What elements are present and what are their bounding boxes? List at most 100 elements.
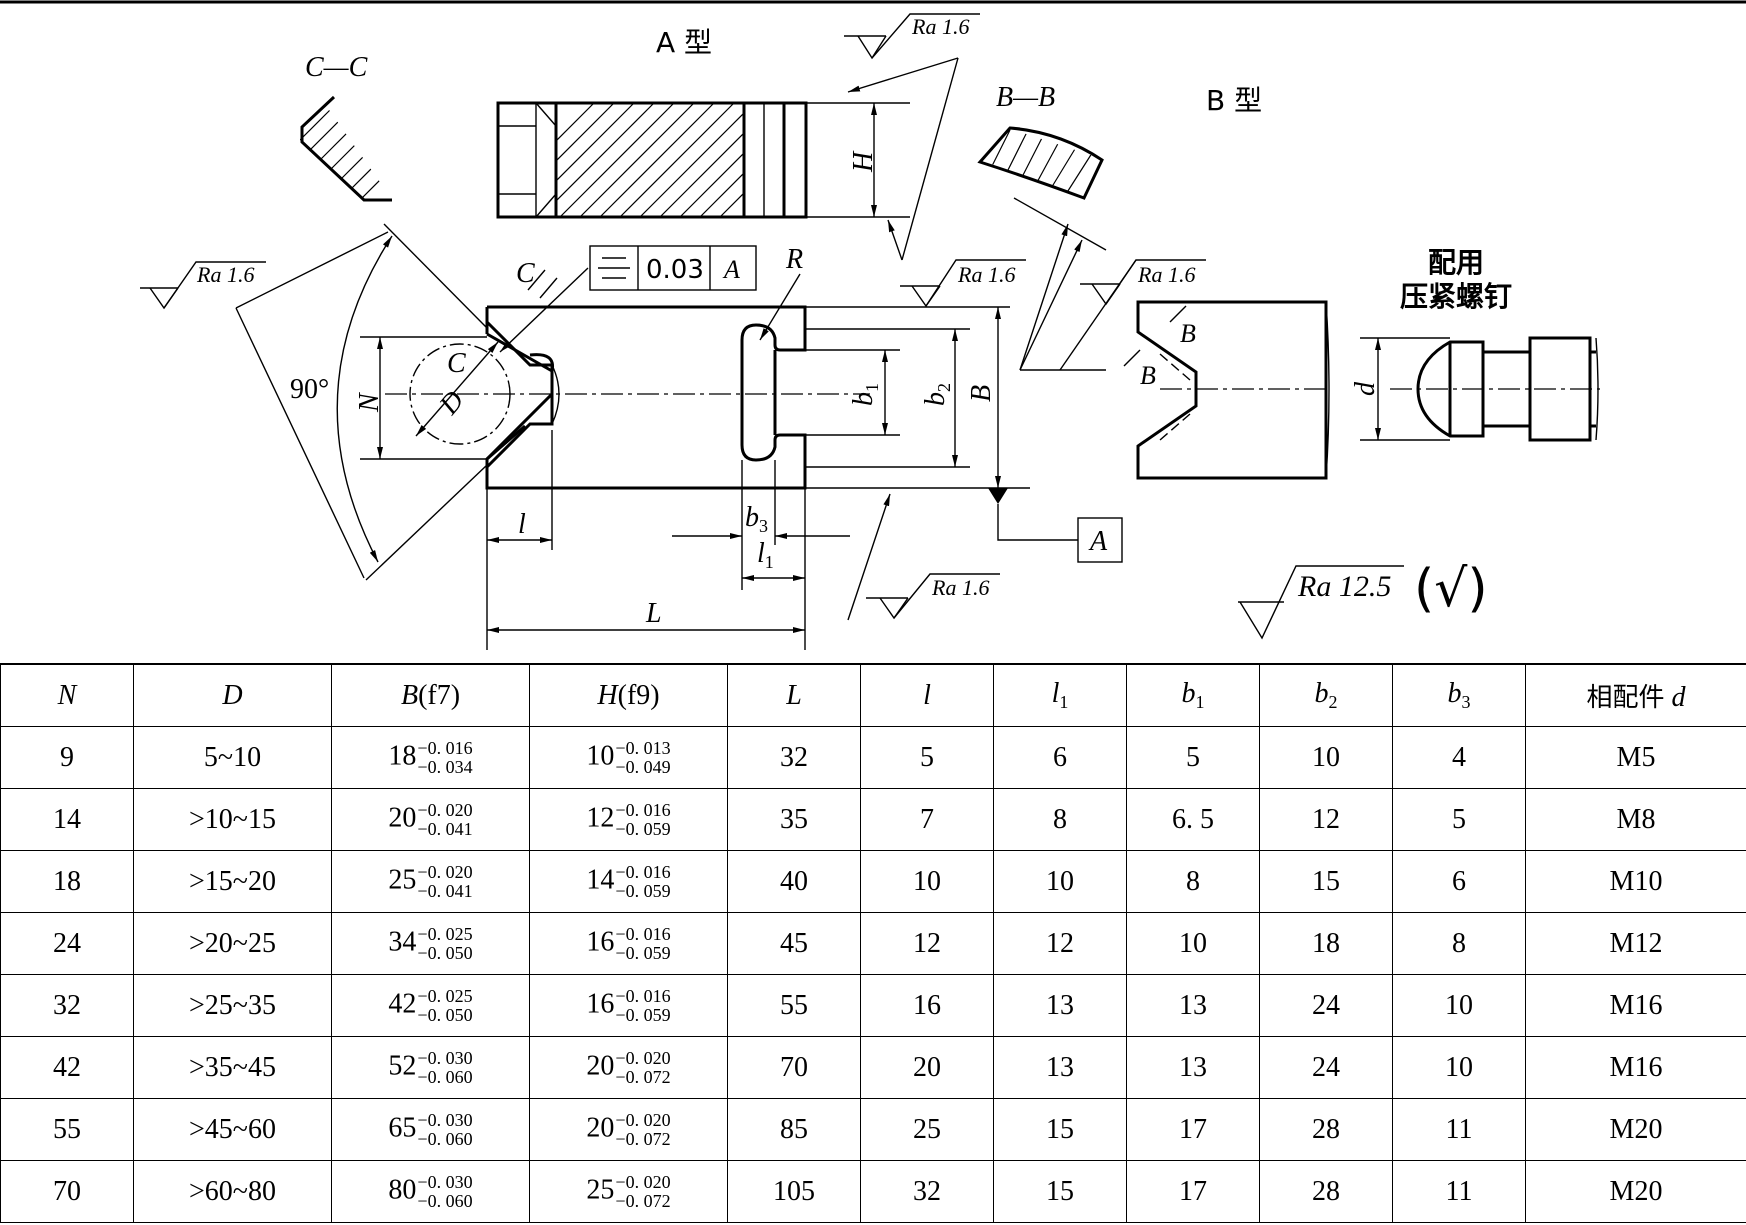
h-nominal: 14 — [586, 863, 615, 895]
cell-big-l: 40 — [727, 850, 861, 913]
cell-n: 9 — [0, 726, 134, 789]
cell-l1: 13 — [993, 1036, 1127, 1099]
cell-l1: 15 — [993, 1098, 1127, 1161]
cell-h: 20−0. 020−0. 072 — [529, 1036, 728, 1099]
flatness-tolerance-frame: 0.03 A — [589, 245, 757, 291]
cell-l: 10 — [860, 850, 994, 913]
cell-mating-d: M12 — [1525, 912, 1746, 975]
cell-l1: 15 — [993, 1160, 1127, 1223]
h-lower-deviation: −0. 059 — [615, 818, 671, 839]
b-tolerance: −0. 020−0. 041 — [417, 862, 473, 901]
roughness-general-symbol: (√) — [1414, 559, 1488, 619]
b-upper-deviation: −0. 030 — [417, 1109, 473, 1130]
header-mating-d: 相配件 d — [1525, 663, 1746, 727]
cell-mating-d: M10 — [1525, 850, 1746, 913]
header-b2: b2 — [1259, 663, 1393, 727]
svg-text:Ra 1.6: Ra 1.6 — [957, 262, 1015, 287]
dim-c-label-inner: C — [447, 348, 466, 379]
h-tolerance: −0. 016−0. 059 — [615, 924, 670, 963]
h-lower-deviation: −0. 059 — [615, 880, 671, 901]
cell-l1: 6 — [993, 726, 1127, 789]
cell-b3: 10 — [1392, 1036, 1526, 1099]
section-bb-label: B—B — [996, 82, 1055, 113]
section-c-c: C—C — [300, 52, 392, 202]
mating-label-line1: 配用 — [1428, 246, 1484, 279]
cell-n: 14 — [0, 788, 134, 851]
header-n: N — [0, 663, 134, 727]
h-lower-deviation: −0. 072 — [615, 1066, 671, 1087]
datum-a-symbol: A — [988, 488, 1123, 563]
type-a-top-view: A 型 H — [496, 13, 980, 261]
cell-d-range: >45~60 — [133, 1098, 332, 1161]
cell-d-range: >35~45 — [133, 1036, 332, 1099]
cell-b2: 28 — [1259, 1160, 1393, 1223]
dim-r-label: R — [785, 244, 803, 275]
section-cc-label: C—C — [305, 52, 368, 83]
cell-mating-d: M16 — [1525, 1036, 1746, 1099]
b-lower-deviation: −0. 050 — [417, 1004, 473, 1025]
b-tolerance: −0. 016−0. 034 — [417, 738, 473, 777]
roughness-symbol-front-top: Ra 1.6 — [900, 259, 1026, 308]
header-b3: b3 — [1392, 663, 1526, 727]
cell-b1: 17 — [1126, 1160, 1260, 1223]
h-nominal: 16 — [586, 925, 615, 957]
h-upper-deviation: −0. 020 — [615, 1109, 671, 1130]
cell-big-l: 70 — [727, 1036, 861, 1099]
b-lower-deviation: −0. 050 — [417, 942, 473, 963]
h-upper-deviation: −0. 020 — [615, 1047, 671, 1068]
svg-text:A: A — [1088, 526, 1108, 557]
cell-d-range: 5~10 — [133, 726, 332, 789]
cell-d-range: >60~80 — [133, 1160, 332, 1223]
dim-d-label: D — [433, 385, 470, 421]
cell-l1: 8 — [993, 788, 1127, 851]
cell-b3: 5 — [1392, 788, 1526, 851]
angle-label: 90° — [290, 374, 329, 405]
b-tolerance: −0. 030−0. 060 — [417, 1109, 473, 1149]
svg-text:Ra 1.6: Ra 1.6 — [1137, 262, 1195, 287]
cell-b1: 13 — [1126, 974, 1260, 1037]
cell-b1: 6. 5 — [1126, 788, 1260, 851]
cell-b: 52−0. 030−0. 060 — [331, 1036, 530, 1099]
b-tolerance: −0. 030−0. 060 — [417, 1048, 472, 1087]
cell-l1: 10 — [993, 850, 1127, 913]
h-tolerance: −0. 020−0. 072 — [615, 1172, 670, 1211]
cell-b1: 13 — [1126, 1036, 1260, 1099]
b-lower-deviation: −0. 041 — [417, 880, 473, 901]
dim-b-label: B — [966, 385, 997, 402]
h-lower-deviation: −0. 072 — [615, 1128, 671, 1149]
cell-d-range: >20~25 — [133, 912, 332, 975]
header-h: H(f9) — [529, 663, 728, 727]
cell-d-range: >15~20 — [133, 850, 332, 913]
b-nominal: 34 — [388, 925, 417, 957]
h-upper-deviation: −0. 016 — [615, 861, 671, 882]
cell-n: 24 — [0, 912, 134, 975]
cell-n: 32 — [0, 974, 134, 1037]
b-nominal: 25 — [388, 863, 417, 895]
section-b-marker-bottom: B — [1140, 361, 1156, 390]
h-nominal: 12 — [586, 801, 615, 833]
cell-b2: 28 — [1259, 1098, 1393, 1161]
h-lower-deviation: −0. 049 — [615, 756, 671, 777]
dim-b2-label: b2 — [920, 383, 954, 406]
flatness-datum: A — [722, 255, 740, 284]
cell-b: 25−0. 020−0. 041 — [331, 850, 530, 913]
cell-d-range: >10~15 — [133, 788, 332, 851]
roughness-symbol-type-b: Ra 1.6 — [1059, 259, 1206, 371]
b-lower-deviation: −0. 034 — [417, 756, 473, 777]
cell-b2: 24 — [1259, 1036, 1393, 1099]
dim-l-label: l — [518, 509, 526, 540]
cell-b3: 8 — [1392, 912, 1526, 975]
b-upper-deviation: −0. 025 — [417, 985, 473, 1006]
cell-big-l: 32 — [727, 726, 861, 789]
b-lower-deviation: −0. 060 — [417, 1190, 473, 1211]
cell-b2: 12 — [1259, 788, 1393, 851]
h-nominal: 20 — [586, 1111, 615, 1143]
b-upper-deviation: −0. 020 — [417, 799, 473, 820]
